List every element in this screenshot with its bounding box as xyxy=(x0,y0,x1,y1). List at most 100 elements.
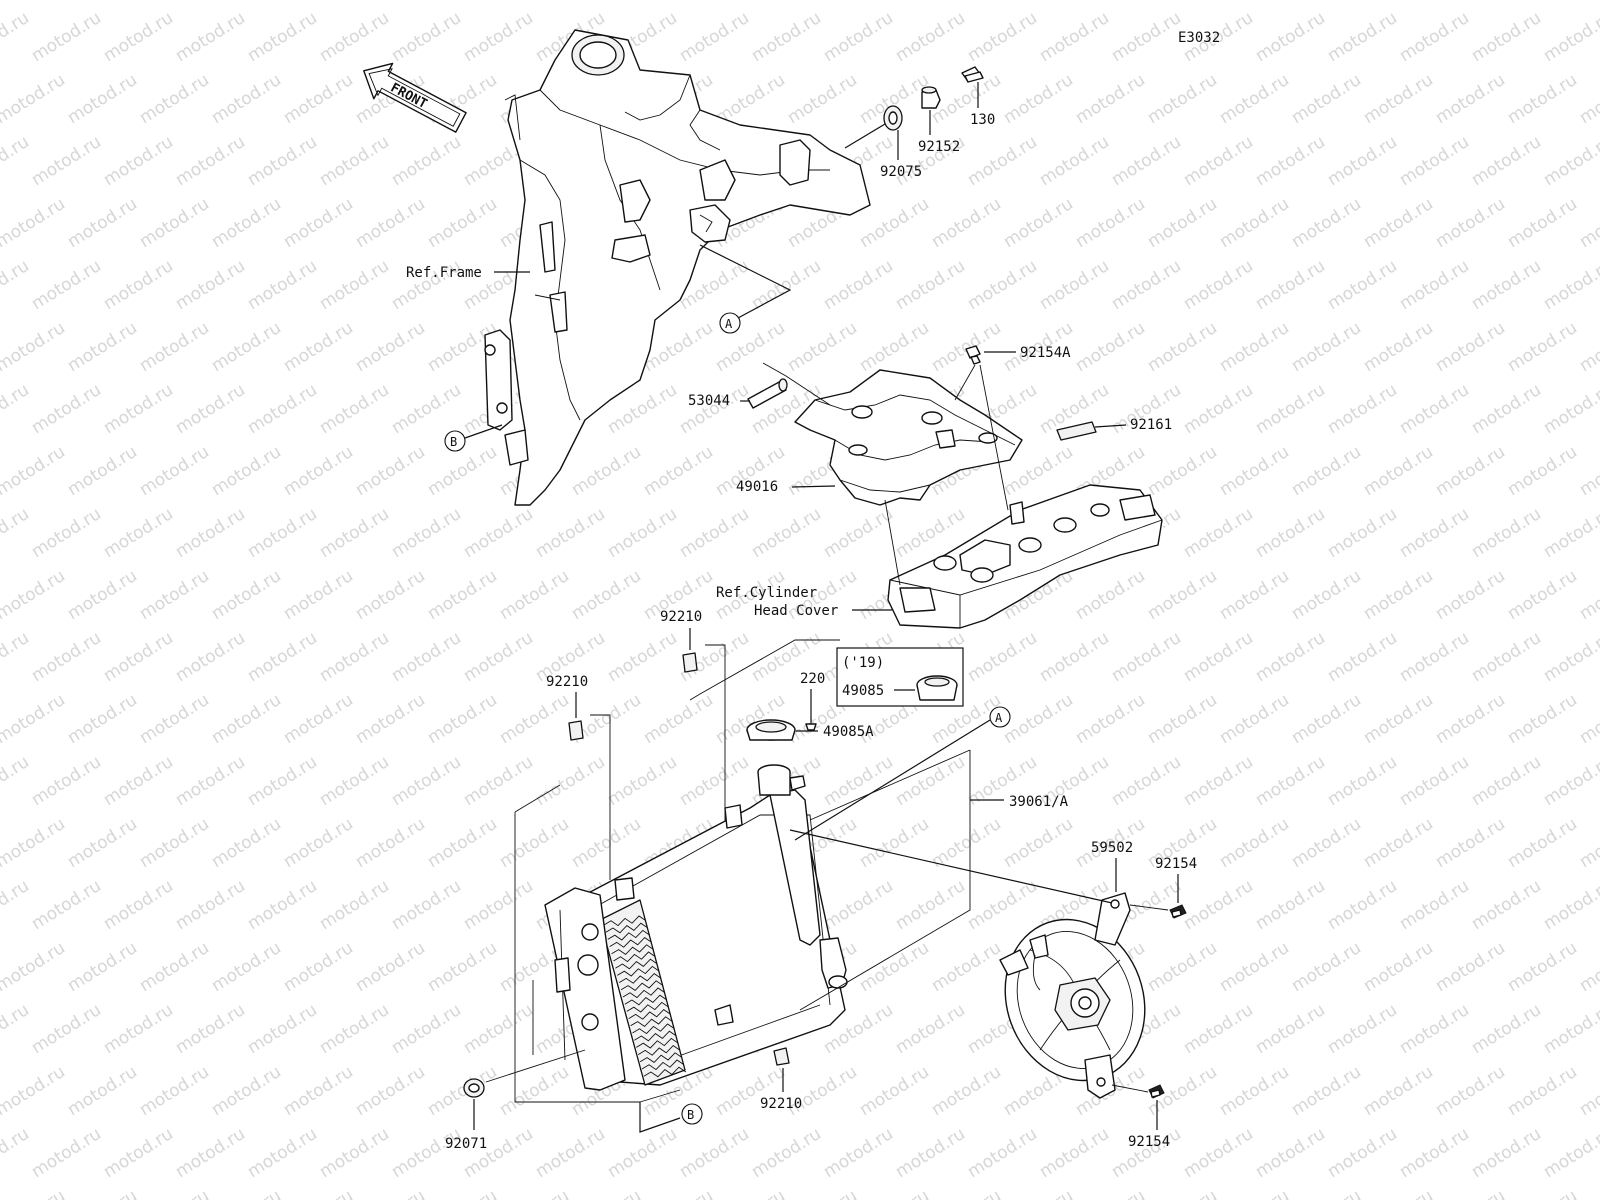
radiator-fin xyxy=(630,1016,673,1027)
watermark-text: motod.ru xyxy=(1108,132,1185,190)
watermark-text: motod.ru xyxy=(820,504,897,562)
watermark-text: motod.ru xyxy=(1360,318,1437,376)
radiator-fin xyxy=(609,937,652,948)
watermark-text: motod.ru xyxy=(1396,876,1473,934)
watermark-text: motod.ru xyxy=(136,70,213,128)
watermark-text: motod.ru xyxy=(280,938,357,996)
watermark-text: motod.ru xyxy=(460,1124,537,1182)
watermark-text: motod.ru xyxy=(496,690,573,748)
watermark-text: motod.ru xyxy=(136,938,213,996)
watermark-text: motod.ru xyxy=(1468,256,1545,314)
watermark-text: motod.ru xyxy=(1108,752,1185,810)
watermark-text: motod.ru xyxy=(1540,380,1600,438)
watermark-text: motod.ru xyxy=(820,256,897,314)
watermark-text: motod.ru xyxy=(820,8,897,66)
cover-49016 xyxy=(794,369,1023,506)
watermark-text: motod.ru xyxy=(712,0,789,4)
watermark-text: motod.ru xyxy=(1576,690,1600,748)
watermark-text: motod.ru xyxy=(0,566,69,624)
watermark-text: motod.ru xyxy=(352,442,429,500)
watermark-text: motod.ru xyxy=(640,690,717,748)
watermark-text: motod.ru xyxy=(352,318,429,376)
watermark-text: motod.ru xyxy=(1288,814,1365,872)
watermark-text: motod.ru xyxy=(1324,1124,1401,1182)
cylinder-head-cover xyxy=(887,484,1163,629)
watermark-text: motod.ru xyxy=(388,752,465,810)
watermark-text: motod.ru xyxy=(640,442,717,500)
watermark-text: motod.ru xyxy=(208,814,285,872)
watermark-text: motod.ru xyxy=(1540,504,1600,562)
watermark-text: motod.ru xyxy=(1396,132,1473,190)
watermark-text: motod.ru xyxy=(0,256,33,314)
watermark-text: motod.ru xyxy=(208,938,285,996)
watermark-text: motod.ru xyxy=(1180,380,1257,438)
radiator-fin xyxy=(624,994,668,1006)
watermark-text: motod.ru xyxy=(1252,8,1329,66)
watermark-text: motod.ru xyxy=(1540,1124,1600,1182)
watermark-text: motod.ru xyxy=(496,0,573,4)
watermark-text: motod.ru xyxy=(316,504,393,562)
watermark-text: motod.ru xyxy=(676,752,753,810)
watermark-text: motod.ru xyxy=(136,194,213,252)
watermark-text: motod.ru xyxy=(316,1124,393,1182)
watermark-text: motod.ru xyxy=(244,628,321,686)
watermark-text: motod.ru xyxy=(1432,1062,1509,1120)
watermark-text: motod.ru xyxy=(0,318,69,376)
part-label-220: 220 xyxy=(800,671,825,687)
watermark-text: motod.ru xyxy=(1144,70,1221,128)
watermark-text: motod.ru xyxy=(316,256,393,314)
watermark-text: motod.ru xyxy=(0,752,33,810)
watermark-text: motod.ru xyxy=(0,380,33,438)
watermark-text: motod.ru xyxy=(388,132,465,190)
part-label-49085: 49085 xyxy=(842,683,884,699)
watermark-text: motod.ru xyxy=(1180,504,1257,562)
radiator-fin xyxy=(622,987,666,999)
watermark-text: motod.ru xyxy=(424,1186,501,1200)
watermark-text: motod.ru xyxy=(388,1000,465,1058)
watermark-text: motod.ru xyxy=(0,1186,69,1200)
watermark-text: motod.ru xyxy=(1108,628,1185,686)
watermark-text: motod.ru xyxy=(1360,1186,1437,1200)
watermark-text: motod.ru xyxy=(568,566,645,624)
watermark-text: motod.ru xyxy=(1360,566,1437,624)
diagram-code: E3032 xyxy=(1178,30,1220,46)
pad-92161 xyxy=(1056,421,1097,441)
watermark-text: motod.ru xyxy=(172,256,249,314)
watermark-text: motod.ru xyxy=(172,628,249,686)
watermark-text: motod.ru xyxy=(1396,752,1473,810)
watermark-text: motod.ru xyxy=(1036,628,1113,686)
watermark-text: motod.ru xyxy=(1540,1000,1600,1058)
watermark-text: motod.ru xyxy=(1000,690,1077,748)
watermark-text: motod.ru xyxy=(1144,318,1221,376)
ref-cylinder-label-line1: Ref.Cylinder xyxy=(716,585,817,601)
watermark-text: motod.ru xyxy=(208,690,285,748)
watermark-text: motod.ru xyxy=(1360,690,1437,748)
watermark-text: motod.ru xyxy=(172,1124,249,1182)
callout-a-right-label: A xyxy=(995,711,1003,725)
watermark-text: motod.ru xyxy=(1360,442,1437,500)
watermark-text: motod.ru xyxy=(424,442,501,500)
watermark-text: motod.ru xyxy=(280,0,357,4)
watermark-text: motod.ru xyxy=(1252,876,1329,934)
watermark-text: motod.ru xyxy=(172,876,249,934)
watermark-text: motod.ru xyxy=(424,566,501,624)
watermark-text: motod.ru xyxy=(64,1062,141,1120)
watermark-text: motod.ru xyxy=(604,504,681,562)
watermark-text: motod.ru xyxy=(136,1186,213,1200)
radiator-fin xyxy=(607,929,651,941)
part-label-92210-left: 92210 xyxy=(546,674,588,690)
watermark-text: motod.ru xyxy=(136,1062,213,1120)
watermark-text: motod.ru xyxy=(1072,70,1149,128)
watermark-text: motod.ru xyxy=(0,70,69,128)
watermark-text: motod.ru xyxy=(640,1186,717,1200)
watermark-text: motod.ru xyxy=(388,876,465,934)
watermark-text: motod.ru xyxy=(316,1000,393,1058)
watermark-text: motod.ru xyxy=(172,1000,249,1058)
part-label-92075: 92075 xyxy=(880,164,922,180)
watermark-text: motod.ru xyxy=(208,566,285,624)
watermark-text: motod.ru xyxy=(424,814,501,872)
watermark-text: motod.ru xyxy=(964,256,1041,314)
watermark-text: motod.ru xyxy=(1468,876,1545,934)
watermark-text: motod.ru xyxy=(460,1000,537,1058)
watermark-text: motod.ru xyxy=(388,504,465,562)
